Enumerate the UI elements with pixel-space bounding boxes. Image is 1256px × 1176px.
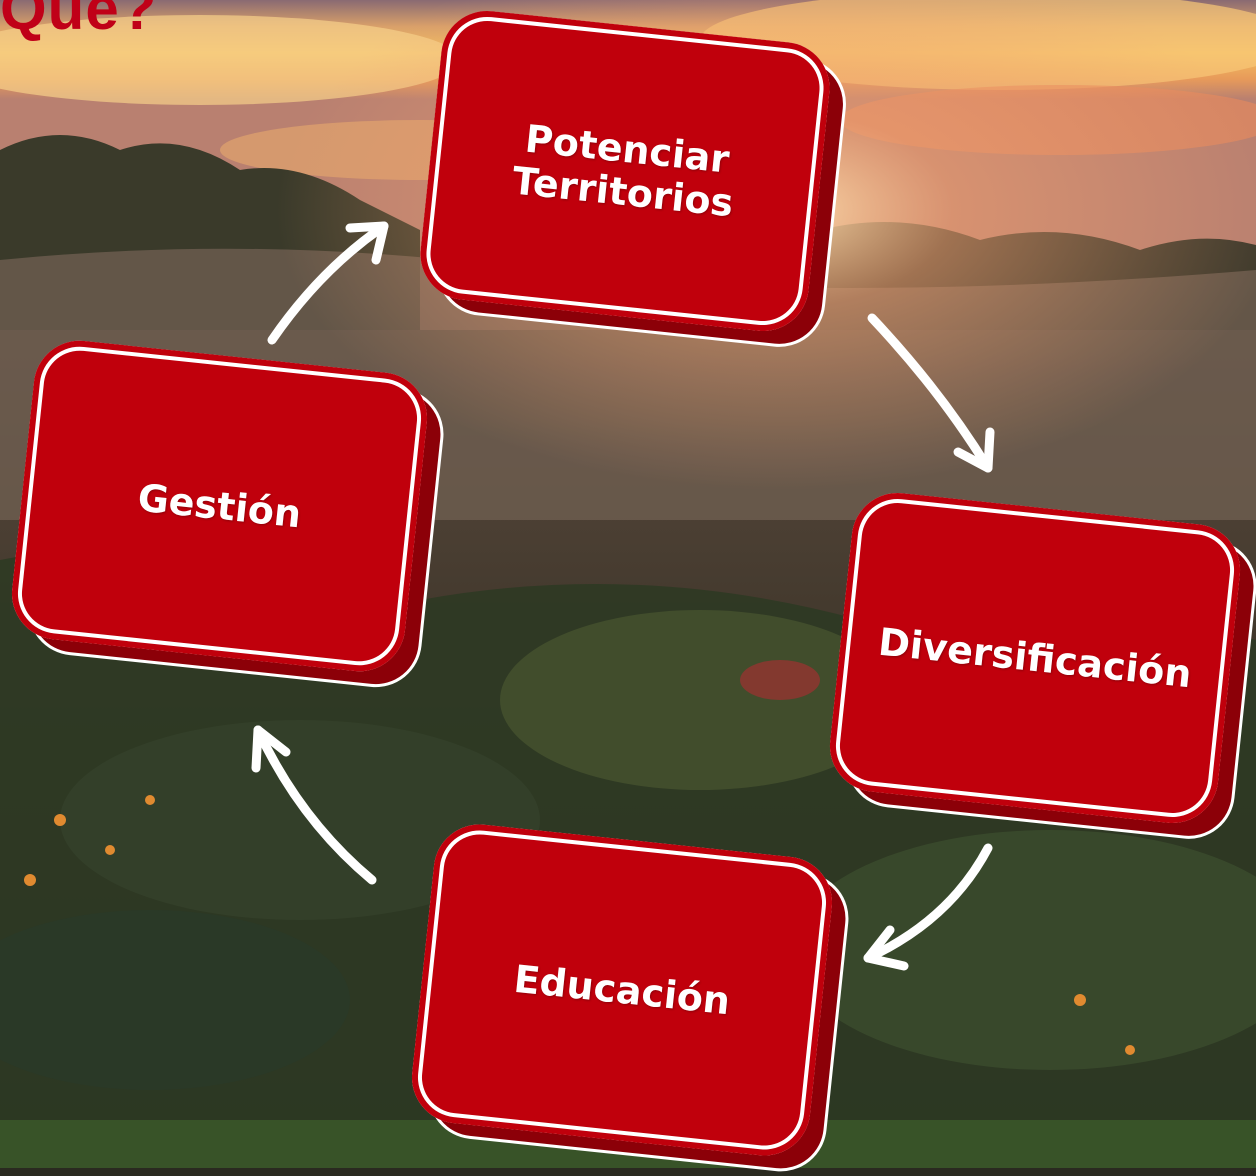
- arrow-educacion-to-gestion: [251, 725, 377, 885]
- page-title: Qué?: [0, 0, 158, 42]
- node-educacion: Educación: [407, 819, 854, 1176]
- node-face: Educación: [407, 819, 837, 1161]
- node-gestion: Gestión: [7, 336, 449, 692]
- node-face: Diversificación: [825, 488, 1245, 828]
- arrow-diversificacion-to-educacion: [863, 843, 993, 971]
- node-face: Gestión: [7, 336, 432, 676]
- node-label: Diversificación: [876, 619, 1194, 697]
- node-label: Gestión: [135, 475, 304, 537]
- node-diversificacion: Diversificación: [825, 488, 1256, 844]
- node-potenciar-territorios: Potenciar Territorios: [415, 6, 851, 352]
- arrow-gestion-to-potenciar: [267, 221, 389, 345]
- node-label: Educación: [511, 956, 733, 1023]
- node-label: Potenciar Territorios: [510, 116, 736, 226]
- arrow-potenciar-to-diversificacion: [867, 313, 995, 473]
- node-face: Potenciar Territorios: [415, 6, 835, 336]
